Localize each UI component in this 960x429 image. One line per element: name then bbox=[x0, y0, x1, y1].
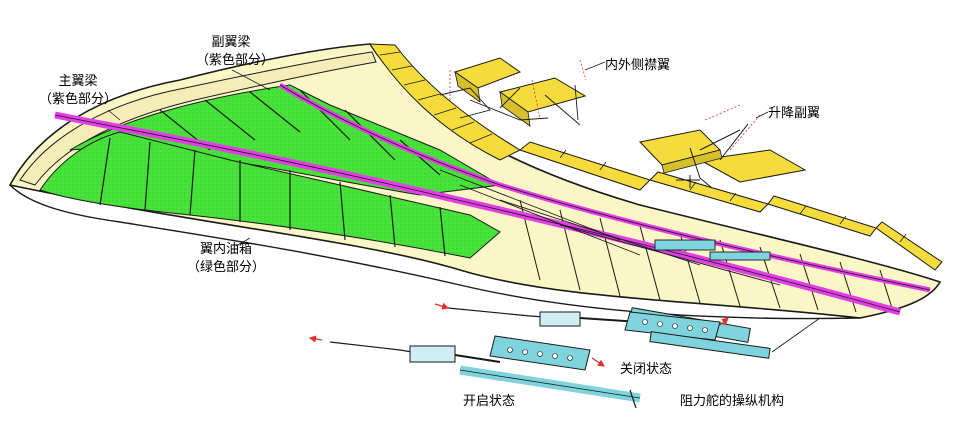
mechanism-closed-state bbox=[434, 302, 771, 359]
flaperon-inset bbox=[639, 104, 807, 189]
label-closed-state: 关闭状态 bbox=[620, 361, 673, 376]
leader-lines bbox=[107, 69, 821, 353]
label-open-state: 开启状态 bbox=[463, 393, 516, 408]
label-flaps: 内外侧襟翼 bbox=[605, 57, 671, 72]
label-aux-spar: 副翼梁 （紫色部分） bbox=[196, 34, 275, 67]
label-fuel-tank: 翼内油箱 （绿色部分） bbox=[186, 241, 265, 274]
trailing-edge-surfaces bbox=[369, 43, 943, 271]
mechanism-open-state bbox=[308, 335, 641, 409]
wing-ribs bbox=[99, 89, 446, 257]
internal-structure bbox=[439, 169, 781, 286]
control-surface-hinges bbox=[379, 51, 907, 243]
label-flaperon: 升降副翼 bbox=[768, 105, 821, 120]
wing-lower-edge bbox=[9, 184, 861, 320]
label-mechanism: 阻力舵的操纵机构 bbox=[680, 393, 785, 408]
label-main-spar: 主翼梁 （紫色部分） bbox=[38, 73, 117, 106]
flaps-inset bbox=[439, 57, 606, 127]
leading-edge-panel bbox=[19, 51, 377, 186]
